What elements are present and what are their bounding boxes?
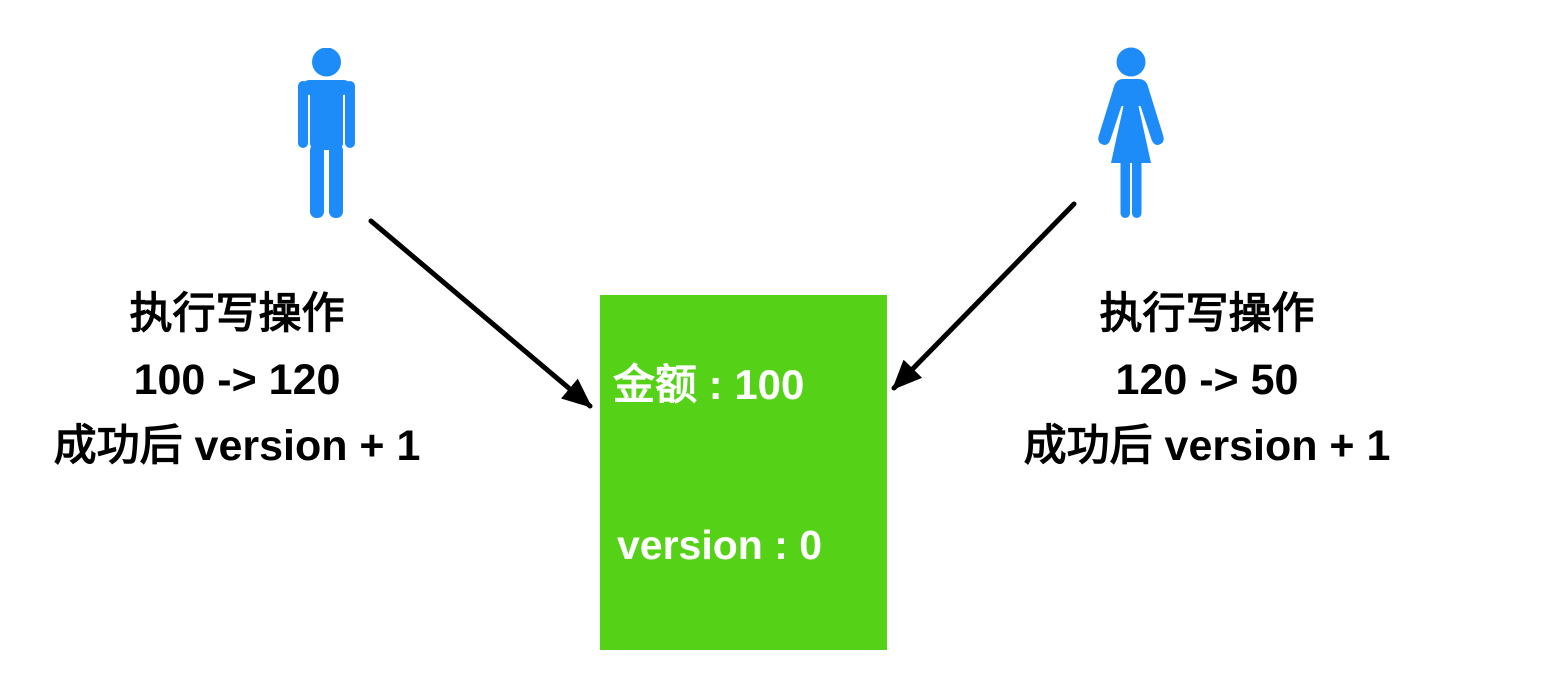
left-note-line-1: 执行写操作 (129, 290, 345, 338)
record-box: 金额 : 100 version : 0 (600, 295, 887, 650)
right-note-line-2: 120 -> 50 (1115, 356, 1299, 404)
record-amount-label: 金额 : 100 (613, 361, 805, 408)
left-note-line-3: 成功后 version + 1 (53, 422, 421, 470)
female-person-icon (1098, 47, 1164, 218)
left-write-note: 执行写操作 100 -> 120 成功后 version + 1 (25, 281, 449, 479)
right-write-note: 执行写操作 120 -> 50 成功后 version + 1 (995, 281, 1419, 479)
right-note-line-1: 执行写操作 (1099, 290, 1315, 338)
right-note-line-3: 成功后 version + 1 (1023, 422, 1391, 470)
male-person-icon (298, 48, 355, 218)
left-note-line-2: 100 -> 120 (133, 356, 341, 404)
record-version-label: version : 0 (617, 522, 823, 568)
